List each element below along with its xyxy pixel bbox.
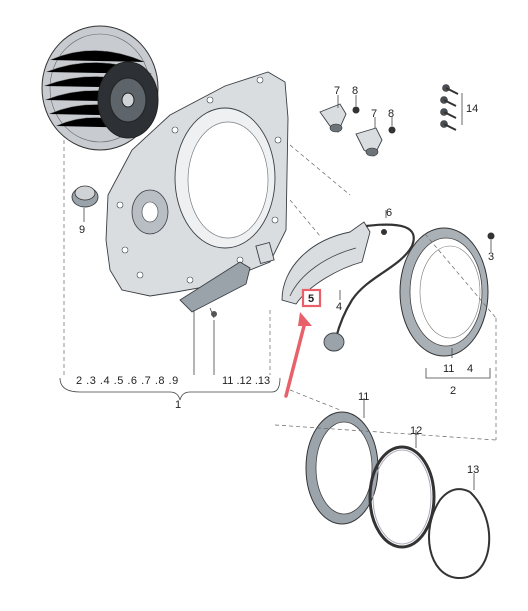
part-11-seal-ring xyxy=(305,411,379,525)
callout-9: 9 xyxy=(79,224,85,236)
group-label-2: 11 .12 .13 xyxy=(222,375,270,387)
callout-labels: 9 7 8 7 8 14 6 3 4 5 11 4 2 2 .3 .4 .5 .… xyxy=(76,85,494,476)
highlight-box xyxy=(301,288,322,308)
callout-6: 6 xyxy=(386,207,392,219)
callout-12: 12 xyxy=(410,425,422,437)
part-4-cable xyxy=(323,223,415,352)
main-housing xyxy=(105,71,289,297)
callout-1: 1 xyxy=(175,399,181,411)
callout-4b: 4 xyxy=(467,363,473,375)
callout-14: 14 xyxy=(466,103,478,115)
part-5-shield xyxy=(281,221,371,305)
callout-13: 13 xyxy=(467,464,479,476)
part-12-retaining-ring xyxy=(368,445,436,549)
group-label-1: 2 .3 .4 .5 .6 .7 .8 .9 xyxy=(76,375,179,387)
callout-4a: 4 xyxy=(336,301,342,313)
leader-lines xyxy=(59,140,497,490)
callout-5: 5 xyxy=(308,293,314,305)
part-13-snap-ring xyxy=(428,488,491,580)
rotor-drum xyxy=(41,25,159,151)
part-14-bolts xyxy=(440,84,463,131)
callout-7b: 7 xyxy=(371,108,377,120)
sensor-bracket-parts xyxy=(179,241,275,319)
callout-7a: 7 xyxy=(334,85,340,97)
callout-8a: 8 xyxy=(352,85,358,97)
part-9-bushing xyxy=(71,185,99,222)
callout-11b: 11 xyxy=(358,391,369,403)
callout-2: 2 xyxy=(450,385,456,397)
part-2-ring-assembly xyxy=(399,227,495,357)
parts-7-8-connectors xyxy=(319,95,396,157)
callout-11a: 11 xyxy=(443,363,454,375)
highlight-arrow xyxy=(284,312,312,398)
callout-8b: 8 xyxy=(388,108,394,120)
callout-3: 3 xyxy=(488,251,494,263)
